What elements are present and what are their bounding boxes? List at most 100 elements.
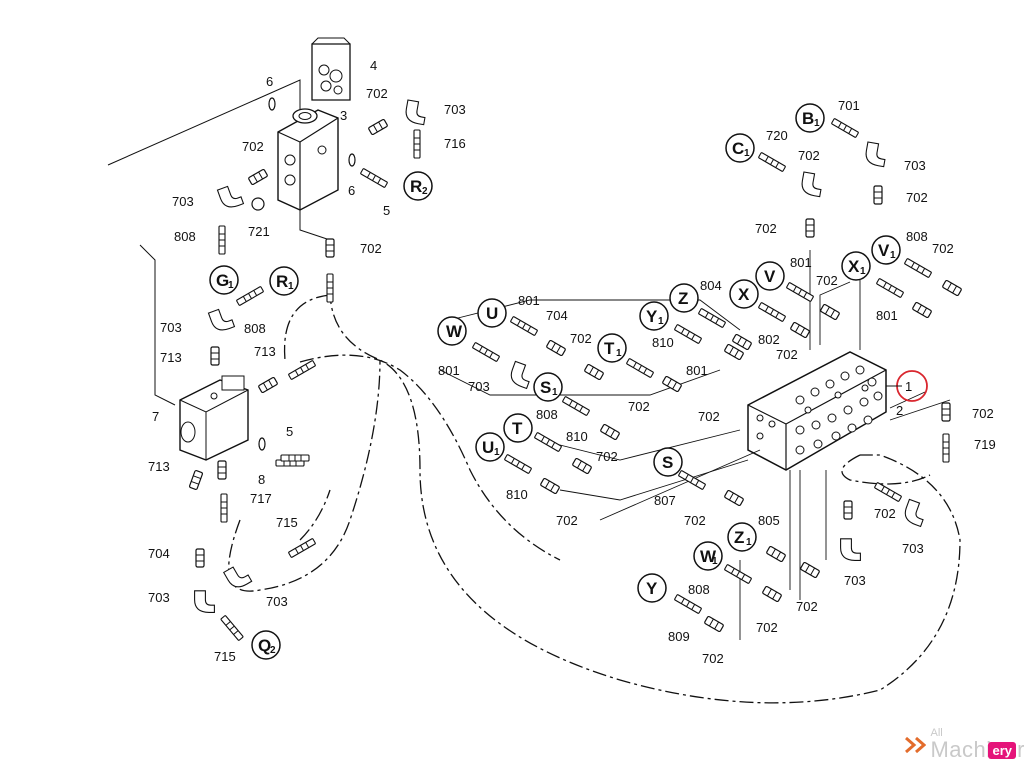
callout-808b: 808: [244, 321, 266, 336]
callout-703-i: 703: [148, 590, 170, 605]
callout-7: 7: [152, 409, 159, 424]
port-subscript: 1: [552, 387, 558, 398]
callout-8: 8: [258, 472, 265, 487]
callout-702-l: 702: [698, 409, 720, 424]
port-label-s: S: [653, 447, 683, 477]
callout-numbers: 4 3 6 6 5 5 7 8 2 721 716 717 719 720 71…: [148, 58, 996, 666]
port-label-x: X: [729, 279, 759, 309]
callout-715b: 715: [214, 649, 236, 664]
callout-702-e: 702: [906, 190, 928, 205]
port-letter: Z: [678, 289, 688, 308]
port-letter: W: [446, 322, 463, 341]
port-subscript: 1: [288, 281, 294, 292]
port-letter: V: [764, 267, 776, 286]
callout-715: 715: [276, 515, 298, 530]
port-letter: Q: [258, 636, 271, 655]
lower-left-valve: [179, 375, 249, 461]
callout-702-p: 702: [972, 406, 994, 421]
callout-721: 721: [248, 224, 270, 239]
callout-805: 805: [758, 513, 780, 528]
port-letter: Y: [646, 307, 658, 326]
callout-702-o: 702: [684, 513, 706, 528]
callout-810c: 810: [506, 487, 528, 502]
port-subscript: 2: [270, 645, 276, 656]
callout-703-f: 703: [902, 541, 924, 556]
callout-702-r: 702: [796, 599, 818, 614]
port-subscript: 1: [712, 556, 718, 567]
port-subscript: 1: [890, 250, 896, 261]
callout-702-i: 702: [570, 331, 592, 346]
callout-702-q: 702: [874, 506, 896, 521]
callout-1: 1: [905, 379, 912, 394]
callout-701: 701: [838, 98, 860, 113]
port-subscript: 1: [746, 537, 752, 548]
callout-702-b: 702: [242, 139, 264, 154]
port-subscript: 1: [744, 148, 750, 159]
callout-720: 720: [766, 128, 788, 143]
callout-4: 4: [370, 58, 377, 73]
port-letter: B: [802, 109, 814, 128]
port-letter: S: [540, 378, 551, 397]
port-label-t: T: [503, 413, 533, 443]
port-letter: C: [732, 139, 744, 158]
callout-801b: 801: [438, 363, 460, 378]
port-label-g1: G1: [209, 265, 239, 295]
callout-702-h: 702: [816, 273, 838, 288]
callout-702-t: 702: [702, 651, 724, 666]
callout-703-e: 703: [468, 379, 490, 394]
seal-kit-bag: [311, 37, 351, 101]
port-letter: T: [604, 339, 615, 358]
callout-801c: 801: [686, 363, 708, 378]
port-letter: T: [512, 419, 523, 438]
watermark-line1: All: [930, 727, 943, 739]
watermark-logo-icon: [905, 736, 927, 754]
callout-703-a: 703: [444, 102, 466, 117]
port-subscript: 1: [616, 348, 622, 359]
callout-719: 719: [974, 437, 996, 452]
callout-702-f: 702: [755, 221, 777, 236]
callout-703-c: 703: [904, 158, 926, 173]
callout-713: 713: [160, 350, 182, 365]
callout-810: 810: [652, 335, 674, 350]
port-letter: X: [738, 285, 750, 304]
callout-716: 716: [444, 136, 466, 151]
callout-702-m: 702: [596, 449, 618, 464]
port-letter: R: [276, 272, 288, 291]
callout-702-a: 702: [366, 86, 388, 101]
callout-702-n: 702: [556, 513, 578, 528]
callout-703-g: 703: [844, 573, 866, 588]
callout-702-j: 702: [776, 347, 798, 362]
callout-702-s: 702: [756, 620, 778, 635]
port-label-y: Y: [637, 573, 667, 603]
callout-702-c: 702: [360, 241, 382, 256]
callout-808: 808: [174, 229, 196, 244]
callout-704b: 704: [546, 308, 568, 323]
port-letter: S: [662, 453, 673, 472]
port-label-q2: Q2: [251, 630, 281, 660]
callout-1-highlight[interactable]: 1: [886, 370, 928, 402]
callout-5: 5: [383, 203, 390, 218]
callout-808c: 808: [536, 407, 558, 422]
callout-809: 809: [668, 629, 690, 644]
port-label-w: W: [437, 316, 467, 346]
port-letter: W: [700, 547, 717, 566]
callout-3: 3: [340, 108, 347, 123]
port-label-w1: W1: [693, 541, 723, 571]
callout-801: 801: [518, 293, 540, 308]
callout-702-d: 702: [798, 148, 820, 163]
port-letter: Y: [646, 579, 658, 598]
port-subscript: 1: [658, 316, 664, 327]
port-subscript: 1: [814, 118, 820, 129]
